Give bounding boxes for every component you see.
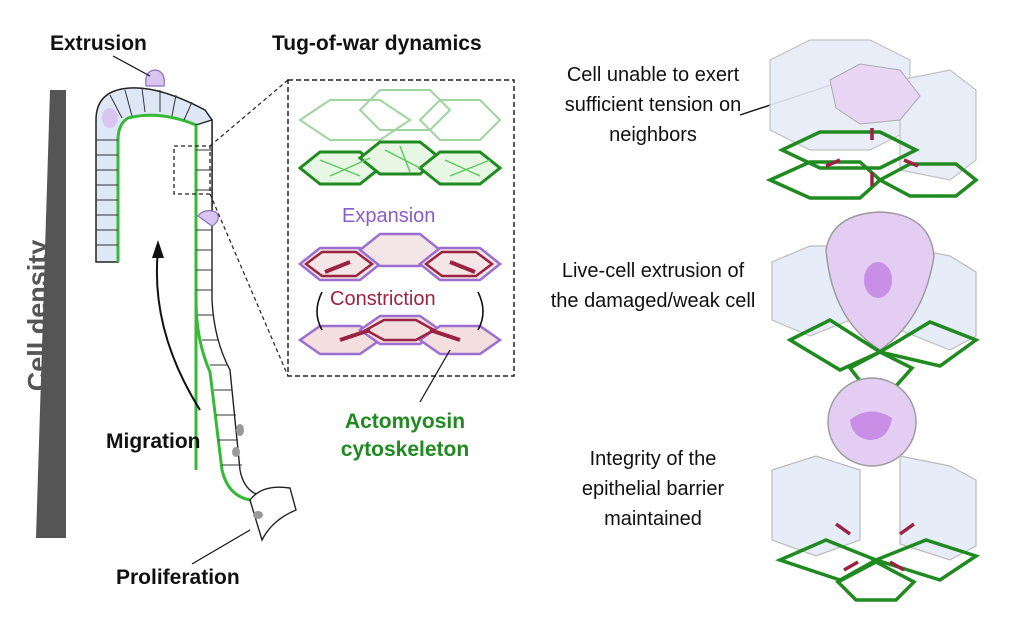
epithelium-villus xyxy=(95,87,297,542)
cell-density-wedge xyxy=(36,90,66,538)
caption-tension: Cell unable to exert sufficient tension … xyxy=(564,64,742,146)
prism-scene-3 xyxy=(771,377,980,602)
hex-layer-constriction xyxy=(297,314,503,356)
tug-of-war-title: Tug-of-war dynamics xyxy=(272,32,482,55)
hex-layer-expansion xyxy=(297,232,503,282)
prism-scene-1 xyxy=(765,39,979,200)
hex-layer-green xyxy=(297,140,503,186)
zoom-source-box xyxy=(173,145,211,195)
migration-label: Migration xyxy=(106,430,201,453)
caption-extrusion: Live-cell extrusion of the damaged/weak … xyxy=(550,260,756,312)
hex-layer-top xyxy=(298,89,502,141)
proliferation-label: Proliferation xyxy=(116,566,240,589)
caption-integrity: Integrity of the epithelial barrier main… xyxy=(581,448,725,530)
constriction-label: Constriction xyxy=(330,288,436,310)
extruding-cell-top xyxy=(145,69,165,87)
extrusion-label: Extrusion xyxy=(50,32,147,55)
extruding-cell-inner xyxy=(102,108,118,128)
cell-density-label: Cell density xyxy=(22,239,53,392)
prism-scene-2 xyxy=(771,211,980,388)
migration-arrow xyxy=(155,249,201,411)
tug-of-war-box xyxy=(287,79,515,377)
actomyosin-label: Actomyosin cytoskeleton xyxy=(340,410,470,461)
extruding-cell-side xyxy=(197,210,219,227)
expansion-label: Expansion xyxy=(342,205,436,227)
